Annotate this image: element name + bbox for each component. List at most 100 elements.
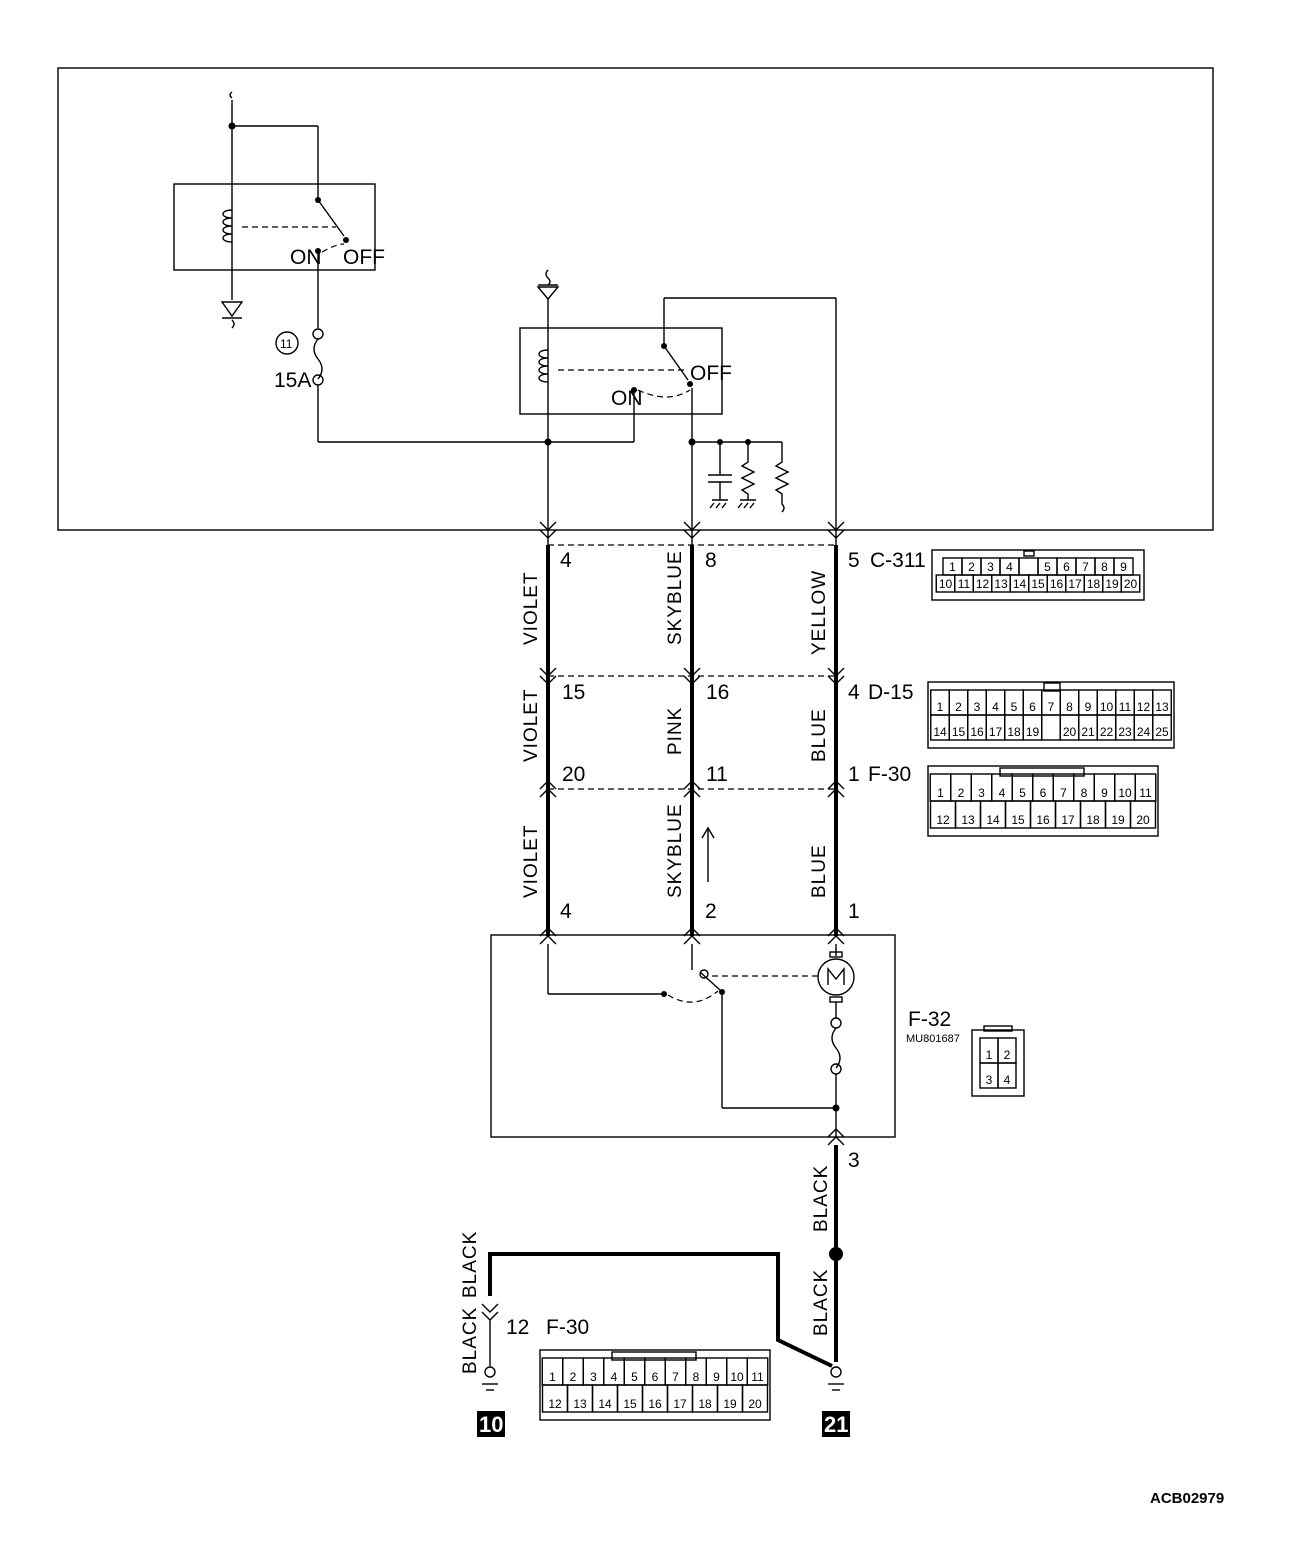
connector-pin-number: 3 <box>986 1073 993 1087</box>
connector-pin-number: 12 <box>1137 700 1151 714</box>
connector-pin-number: 16 <box>1036 813 1050 827</box>
wire-color-violet-3: VIOLET <box>521 824 542 898</box>
pin-c311-violet: 4 <box>560 549 572 572</box>
wire-color-pink: PINK <box>665 707 686 755</box>
connector-pin-number: 20 <box>748 1397 762 1411</box>
wire-color-black-left-1: BLACK <box>460 1231 481 1298</box>
connector-pin-number: 2 <box>958 786 965 800</box>
pin-c311-yellow: 5 <box>848 549 860 572</box>
connector-pin-number: 16 <box>1050 577 1064 591</box>
connector-pin-number: 24 <box>1137 725 1151 739</box>
connector-f32-id: F-32 <box>908 1008 951 1031</box>
wire-color-yellow: YELLOW <box>809 570 830 655</box>
relay2-off-label: OFF <box>690 362 732 385</box>
connector-pin-number: 18 <box>1007 725 1021 739</box>
connector-pin-number: 13 <box>573 1397 587 1411</box>
connector-pin-number: 11 <box>751 1370 764 1384</box>
control-unit-box <box>57 67 1214 531</box>
wire-color-skyblue-1: SKYBLUE <box>665 550 686 645</box>
connector-pin-cell <box>741 1384 769 1413</box>
connector-pin-number: 2 <box>955 700 962 714</box>
connector-pin-number: 18 <box>698 1397 712 1411</box>
connector-pin-number: 6 <box>652 1370 659 1384</box>
relay1-on-label: ON <box>290 246 322 269</box>
connector-pin-number: 19 <box>723 1397 737 1411</box>
connector-pin-number: 14 <box>986 813 1000 827</box>
connector-pin-number: 10 <box>1100 700 1114 714</box>
pin-f30-violet: 20 <box>562 763 585 786</box>
connector-pin-number: 6 <box>1063 560 1070 574</box>
connector-pin-number: 15 <box>952 725 966 739</box>
fuse-rating: 15A <box>274 369 311 392</box>
connector-outline <box>971 1029 1025 1097</box>
connector-pin-number: 16 <box>970 725 984 739</box>
connector-outline <box>539 1349 771 1421</box>
relay2-on-label: ON <box>611 387 643 410</box>
connector-pin-number: 1 <box>549 1370 556 1384</box>
connector-pin-number: 13 <box>961 813 975 827</box>
connector-pin-number: 18 <box>1086 813 1100 827</box>
connector-pin-number: 2 <box>1004 1048 1011 1062</box>
connector-pin-number: 9 <box>1085 700 1092 714</box>
connector-pin-number: 20 <box>1136 813 1150 827</box>
motor-icon <box>817 958 855 996</box>
connector-pin-number: 12 <box>976 577 990 591</box>
wire-color-blue-1: BLUE <box>809 708 830 762</box>
connector-pin-number: 3 <box>974 700 981 714</box>
pin-f30-ground: 12 <box>506 1316 529 1339</box>
connector-pin-number: 18 <box>1087 577 1101 591</box>
connector-pin-number: 8 <box>1081 786 1088 800</box>
connector-pin-number: 16 <box>648 1397 662 1411</box>
connector-pin-number: 17 <box>1068 577 1082 591</box>
wiper-motor-unit <box>490 934 896 1138</box>
connector-outline <box>927 765 1159 837</box>
connector-pin-number: 4 <box>999 786 1006 800</box>
connector-pin-number: 7 <box>1048 700 1055 714</box>
connector-pin-number: 5 <box>1044 560 1051 574</box>
figure-code: ACB02979 <box>1150 1490 1224 1507</box>
connector-pin-number: 6 <box>1040 786 1047 800</box>
connector-pin-number: 1 <box>937 786 944 800</box>
connector-pin-cell <box>1129 800 1157 829</box>
connector-pin-number: 7 <box>1082 560 1089 574</box>
wire-color-skyblue-2: SKYBLUE <box>665 803 686 898</box>
pin-d15-violet: 15 <box>562 681 585 704</box>
ground-symbol-icon <box>536 284 560 301</box>
connector-f30-ground-id: F-30 <box>546 1316 589 1339</box>
ground-symbol-icon <box>220 301 244 319</box>
connector-pin-number: 14 <box>933 725 947 739</box>
ground-wiring <box>481 1128 845 1391</box>
wire-color-blue-2: BLUE <box>809 844 830 898</box>
connector-pin-number: 3 <box>978 786 985 800</box>
connector-pin-cell <box>1018 557 1039 576</box>
motor-relay: OFF ON <box>519 269 837 530</box>
connector-pin-number: 9 <box>713 1370 720 1384</box>
connector-pin-number: 10 <box>730 1370 744 1384</box>
connector-pin-number: 20 <box>1063 725 1077 739</box>
connector-pin-number: 10 <box>939 577 953 591</box>
connector-pin-number: 3 <box>590 1370 597 1384</box>
connector-pin-number: 7 <box>1060 786 1067 800</box>
pin-c311-skyblue: 8 <box>705 549 717 572</box>
connector-pin-number: 4 <box>1004 1073 1011 1087</box>
connector-pin-number: 9 <box>1101 786 1108 800</box>
connector-pin-number: 7 <box>672 1370 679 1384</box>
connector-pin-number: 12 <box>936 813 950 827</box>
connector-pin-number: 1 <box>986 1048 993 1062</box>
connector-pin-number: 10 <box>1118 786 1132 800</box>
connector-pin-number: 2 <box>570 1370 577 1384</box>
connector-pin-cell <box>997 1062 1017 1089</box>
wire-color-violet-2: VIOLET <box>521 688 542 762</box>
ground-point-21: 21 <box>824 1412 848 1437</box>
connector-pin-number: 14 <box>598 1397 612 1411</box>
connector-pin-number: 2 <box>968 560 975 574</box>
connector-c311-id: C-311 <box>870 549 926 572</box>
connector-pin-number: 20 <box>1124 577 1138 591</box>
fuse-number: 11 <box>280 337 293 351</box>
connector-pin-number: 13 <box>1155 700 1169 714</box>
connector-pin-number: 1 <box>949 560 956 574</box>
connector-pin-number: 1 <box>937 700 944 714</box>
